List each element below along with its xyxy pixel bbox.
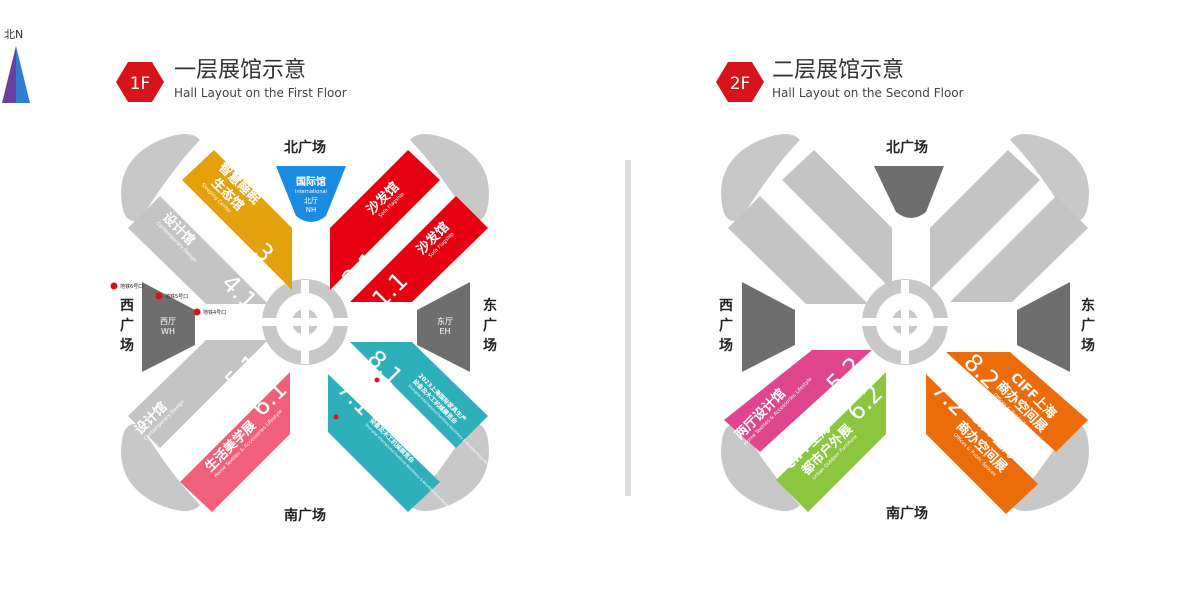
hall-west[interactable] [742, 282, 795, 372]
floor1-plazas-west-2: 场 [120, 338, 134, 354]
polygon-shape [350, 196, 488, 302]
polygon-shape [350, 342, 488, 448]
plaza-north: 北广场 [886, 139, 928, 156]
path-shape [142, 282, 195, 372]
floor1-west_hall-cn: 西厅 [160, 317, 176, 326]
plaza-east: 东 广 场 [1081, 297, 1095, 354]
fair-logo-icon [333, 414, 339, 420]
hall-1-1[interactable]: 沙发馆 Sofa Flagship 1.1 [350, 196, 488, 313]
polygon-shape [128, 340, 268, 448]
polygon-shape [728, 196, 868, 304]
floor1-north_hall-name: 国际馆 [296, 175, 326, 188]
floor1: 1F 一层展馆示意 Hall Layout on the First Floor… [110, 58, 503, 524]
floor1-subway-2: 地铁4号口 [203, 309, 226, 316]
floor1-west_hall-code: WH [161, 327, 175, 336]
polygon-shape [926, 374, 1038, 514]
floor-subtitle: Hall Layout on the Second Floor [772, 86, 964, 100]
floor-badge-icon [116, 62, 164, 102]
subway-icon [193, 308, 201, 316]
floor2-plazas-east-1: 广 [1081, 317, 1095, 334]
path-shape [410, 134, 489, 221]
path-shape [276, 166, 346, 222]
polygon-shape [182, 150, 292, 290]
floor2: 2F 二层展馆示意 Hall Layout on the Second Floo… [716, 58, 1095, 522]
plaza-east: 东 广 场 [483, 297, 497, 354]
plaza-south: 南广场 [886, 505, 928, 522]
floor-badge: 1F [130, 74, 151, 94]
hall-west[interactable]: 西厅 WH [142, 282, 195, 372]
hall-east[interactable]: 东厅 EH [417, 282, 470, 372]
polygon-shape [330, 150, 440, 290]
floor1-plazas-west-1: 广 [120, 317, 134, 334]
unused-halls [728, 150, 1088, 304]
floor-badge-icon [716, 62, 764, 102]
floor2-plazas-east-2: 场 [1081, 338, 1095, 354]
floor1-north_hall-cn2: 北厅 [304, 197, 318, 205]
floor1-plazas-east-2: 场 [483, 338, 497, 354]
path-shape [121, 134, 200, 221]
plaza-west: 西 广 场 [120, 298, 134, 354]
compass-label: 北N [4, 28, 23, 41]
polygon-shape [946, 352, 1088, 452]
floor-subtitle: Hall Layout on the First Floor [174, 86, 347, 100]
polygon-shape [2, 46, 16, 103]
center-hub [262, 279, 348, 365]
subway-icon [110, 282, 118, 290]
plaza-west: 西 广 场 [719, 298, 733, 354]
floor1-east_hall-cn: 东厅 [437, 316, 453, 326]
floor1-north_hall-code: NH [306, 206, 317, 214]
polygon-shape [930, 150, 1040, 290]
floor2-plazas-east-0: 东 [1081, 297, 1095, 314]
floor2-plazas-west-1: 广 [719, 317, 733, 334]
hall-east[interactable] [1017, 282, 1070, 372]
floor1-east_hall-code: EH [439, 327, 450, 336]
polygon-shape [782, 150, 892, 290]
hall-north[interactable] [874, 166, 944, 218]
outer-walkways [721, 134, 1089, 511]
polygon-shape [180, 372, 290, 512]
floor1-plazas-east-1: 广 [483, 317, 497, 334]
polygon-shape [128, 196, 268, 304]
plaza-south: 南广场 [284, 507, 326, 524]
polygon-shape [950, 196, 1088, 302]
floor1-plazas-east-0: 东 [483, 297, 497, 314]
plaza-north: 北广场 [284, 139, 326, 156]
floor2-plazas-west-0: 西 [719, 298, 733, 314]
fair-logo-icon [374, 377, 380, 383]
rect-shape [901, 280, 909, 364]
floor2-plazas-west-2: 场 [719, 338, 733, 354]
north-arrow-icon [2, 46, 30, 103]
path-shape [1010, 134, 1089, 221]
center-hub [862, 279, 948, 365]
floor-badge: 2F [730, 74, 751, 94]
path-shape [721, 134, 800, 221]
divider [625, 160, 631, 496]
polygon-shape [776, 372, 886, 512]
hall-north-international[interactable]: 国际馆 International 北厅 NH [276, 166, 346, 222]
path-shape [417, 282, 470, 372]
subway-icon [155, 292, 163, 300]
path-shape [721, 424, 800, 511]
floor1-north_hall-en: International [295, 189, 327, 195]
path-shape [121, 424, 200, 511]
floor1-plazas-west-0: 西 [120, 298, 134, 314]
floor1-subway-0: 地铁6号口 [120, 283, 143, 290]
floor-title: 一层展馆示意 [174, 58, 306, 83]
floor1-subway-1: 地铁5号口 [165, 293, 188, 300]
subway-exits: 地铁6号口 地铁5号口 地铁4号口 [110, 282, 226, 316]
polygon-shape [328, 374, 440, 512]
polygon-shape [16, 46, 30, 103]
floor-title: 二层展馆示意 [772, 58, 904, 83]
polygon-shape [724, 350, 872, 452]
rect-shape [301, 280, 309, 364]
